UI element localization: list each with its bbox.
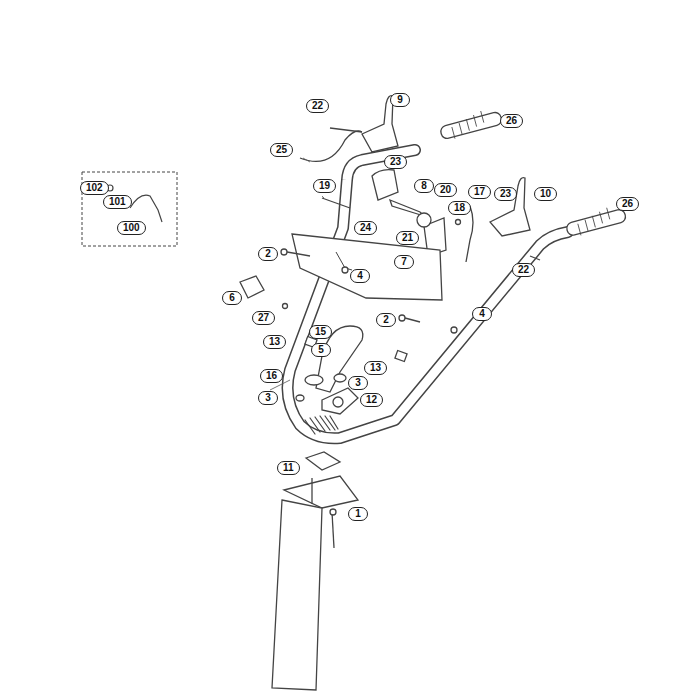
callout-number: 23 (390, 156, 401, 167)
callout-number: 22 (312, 100, 323, 111)
callout-balloon: 5 (311, 343, 331, 357)
callout-balloon: 26 (616, 197, 639, 211)
callout-number: 7 (401, 256, 407, 267)
callout-number: 21 (402, 232, 413, 243)
callout-number: 17 (474, 186, 485, 197)
callout-number: 24 (360, 222, 371, 233)
callout-balloon: 26 (500, 114, 523, 128)
callout-balloon: 19 (313, 179, 336, 193)
callout-number: 20 (440, 184, 451, 195)
callout-number: 23 (500, 188, 511, 199)
callout-number: 100 (123, 222, 140, 233)
callout-number: 3 (265, 392, 271, 403)
callout-number: 26 (506, 115, 517, 126)
callout-balloon: 23 (494, 187, 517, 201)
callout-balloon: 4 (472, 307, 492, 321)
callout-balloon: 7 (394, 255, 414, 269)
callout-balloon: 24 (354, 221, 377, 235)
callout-balloon: 9 (390, 93, 410, 107)
callout-number: 22 (518, 264, 529, 275)
callout-number: 101 (109, 196, 126, 207)
callout-balloon: 13 (263, 335, 286, 349)
callout-balloon: 17 (468, 185, 491, 199)
callout-number: 27 (258, 312, 269, 323)
callout-balloon: 101 (103, 195, 132, 209)
callout-number: 2 (383, 314, 389, 325)
callout-number: 18 (454, 202, 465, 213)
callout-number: 11 (283, 462, 294, 473)
callout-number: 9 (397, 94, 403, 105)
callout-balloon: 100 (117, 221, 146, 235)
callout-balloon: 16 (260, 369, 283, 383)
callout-balloon: 15 (309, 325, 332, 339)
callout-balloon: 11 (277, 461, 300, 475)
callout-balloon: 21 (396, 231, 419, 245)
callout-number: 4 (357, 270, 363, 281)
callout-balloon: 22 (512, 263, 535, 277)
callout-balloon: 102 (80, 181, 109, 195)
callout-balloon: 25 (270, 143, 293, 157)
callout-balloon: 10 (534, 187, 557, 201)
callout-number: 13 (370, 362, 381, 373)
callout-number: 16 (266, 370, 277, 381)
callout-balloon: 3 (258, 391, 278, 405)
callout-balloon: 1 (348, 507, 368, 521)
callout-number: 4 (479, 308, 485, 319)
callout-number: 3 (355, 377, 361, 388)
callout-balloon: 8 (414, 179, 434, 193)
callout-number: 10 (540, 188, 551, 199)
callout-balloon: 4 (350, 269, 370, 283)
callout-balloon: 23 (384, 155, 407, 169)
callout-balloon: 3 (348, 376, 368, 390)
callout-number: 1 (355, 508, 361, 519)
callout-balloon: 2 (376, 313, 396, 327)
callout-number: 6 (229, 292, 235, 303)
callout-number: 26 (622, 198, 633, 209)
callout-balloon: 20 (434, 183, 457, 197)
callout-number: 12 (366, 394, 377, 405)
callout-balloon: 22 (306, 99, 329, 113)
callout-balloon: 13 (364, 361, 387, 375)
callout-balloon: 6 (222, 291, 242, 305)
callout-number: 2 (265, 248, 271, 259)
callout-balloon: 27 (252, 311, 275, 325)
callout-number: 8 (421, 180, 427, 191)
callout-number: 13 (269, 336, 280, 347)
callout-number: 15 (315, 326, 326, 337)
callout-number: 19 (319, 180, 330, 191)
callout-balloon: 18 (448, 201, 471, 215)
callout-number: 102 (86, 182, 103, 193)
callout-number: 25 (276, 144, 287, 155)
callout-balloon: 2 (258, 247, 278, 261)
callout-number: 5 (318, 344, 324, 355)
callout-balloon: 12 (360, 393, 383, 407)
